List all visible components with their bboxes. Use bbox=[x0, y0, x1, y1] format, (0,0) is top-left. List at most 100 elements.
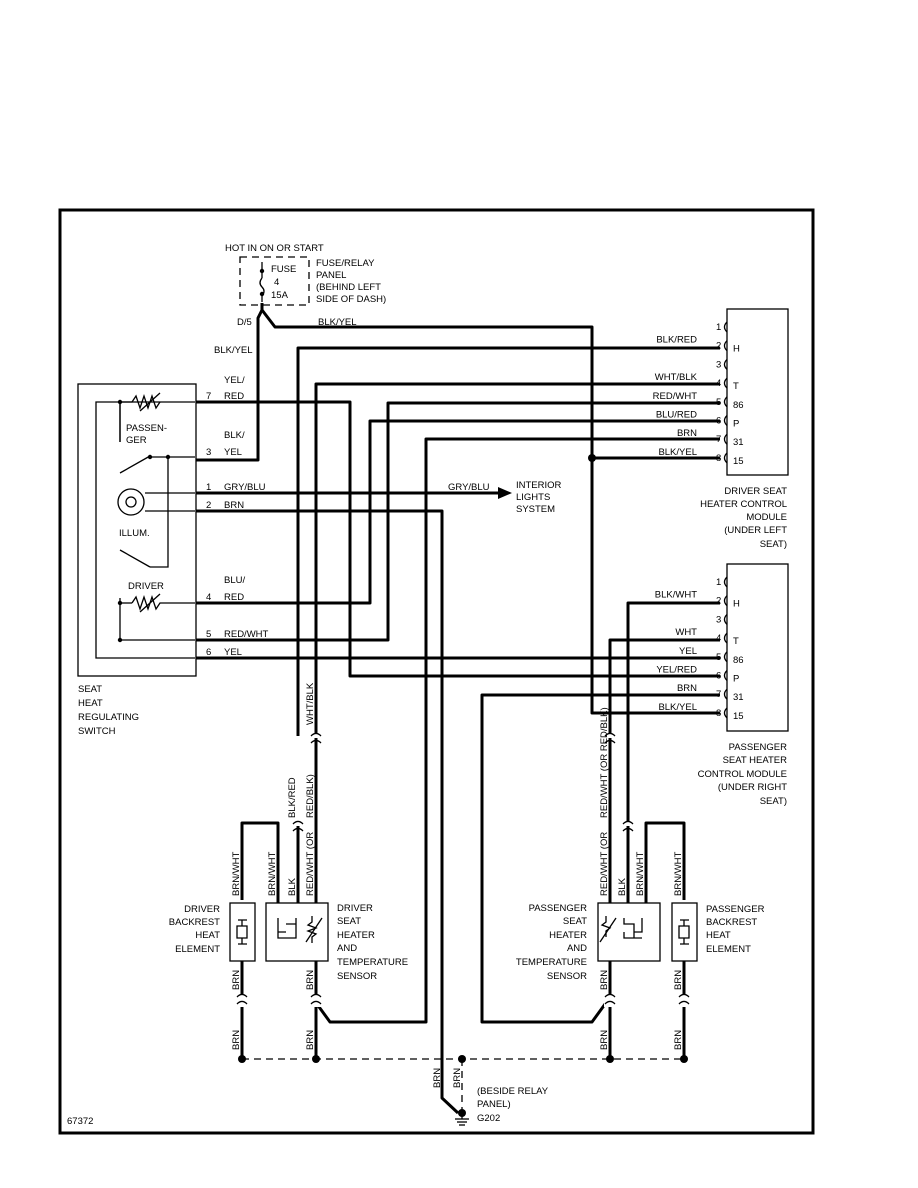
panel-line-1: FUSE/RELAY bbox=[316, 258, 375, 269]
switch-pin-3-wire-top: BLK/ bbox=[224, 430, 245, 441]
label-gry-blu-right: GRY/BLU bbox=[448, 482, 490, 493]
passenger-seat-label-2: SEAT bbox=[563, 916, 587, 927]
driver-seat-label-3: HEATER bbox=[337, 930, 375, 941]
switch-pin-7-wire-top: YEL/ bbox=[224, 375, 245, 386]
fuse-relay-panel-box bbox=[239, 256, 310, 306]
passenger-module-pin-7: 7 bbox=[716, 689, 721, 700]
passenger-module-pin-7-wire-color: BRN bbox=[677, 683, 697, 694]
driver-module-title-1: DRIVER SEAT bbox=[724, 486, 787, 497]
switch-title-4: SWITCH bbox=[78, 726, 116, 737]
passenger-seat-label-3: HEATER bbox=[549, 930, 587, 941]
driver-seat-heater-element bbox=[265, 738, 329, 1058]
driver-backrest-label-1: DRIVER bbox=[184, 904, 220, 915]
passenger-module-title-5: SEAT) bbox=[760, 796, 787, 807]
switch-title-2: HEAT bbox=[78, 698, 103, 709]
driver-module-title-2: HEATER CONTROL bbox=[700, 499, 787, 510]
wire-brn-passenger-31 bbox=[480, 693, 720, 1024]
switch-pin-3: 3 bbox=[206, 447, 211, 458]
wire-blk-yel-feed bbox=[196, 303, 264, 462]
fuse-symbol bbox=[259, 262, 265, 302]
driver-module-pin-2-function: H bbox=[733, 344, 740, 355]
switch-pin-2: 2 bbox=[206, 500, 211, 511]
switch-pin-5-wire: RED/WHT bbox=[224, 629, 269, 640]
driver-seat-label-4: AND bbox=[337, 943, 357, 954]
panel-line-3: (BEHIND LEFT bbox=[316, 282, 381, 293]
driver-module-pin-6-wire-color: BLU/RED bbox=[656, 410, 697, 421]
driver-backrest-brn: BRN bbox=[231, 970, 242, 990]
driver-module-title-3: MODULE bbox=[746, 512, 787, 523]
passenger-seat-label-6: SENSOR bbox=[547, 971, 587, 982]
passenger-backrest-brn-bottom: BRN bbox=[673, 1030, 684, 1050]
switch-pin-4: 4 bbox=[206, 592, 211, 603]
passenger-module-pin-2-function: H bbox=[733, 599, 740, 610]
interior-lights-arrow bbox=[498, 487, 512, 499]
passenger-module-pin-2: 2 bbox=[716, 596, 721, 607]
driver-module-terminal-6 bbox=[723, 415, 728, 426]
passenger-module-pin-4-wire-color: WHT bbox=[675, 627, 697, 638]
driver-module-pin-6-function: P bbox=[733, 419, 739, 430]
passenger-module-pin-5-wire-color: YEL bbox=[679, 646, 697, 657]
passenger-backrest-label-1: PASSENGER bbox=[706, 904, 765, 915]
panel-line-2: PANEL bbox=[316, 270, 346, 281]
ground-symbol-icon bbox=[455, 1109, 469, 1126]
driver-module-pin-5: 5 bbox=[716, 397, 721, 408]
driver-module-terminal-5 bbox=[723, 396, 728, 408]
passenger-module-pin-8-wire-color: BLK/YEL bbox=[658, 702, 697, 713]
switch-pin-6-wire: YEL bbox=[224, 647, 242, 658]
driver-seat-label-5: TEMPERATURE bbox=[337, 957, 408, 968]
driver-module-terminal-2 bbox=[723, 340, 728, 352]
passenger-module-pin-7-function: 31 bbox=[733, 692, 744, 703]
label-red-blk-vertical-driver: RED/BLK) bbox=[305, 774, 316, 818]
switch-pins: 7 YEL/ RED 3 BLK/ YEL 1 GRY/BLU 2 BRN 4 … bbox=[206, 375, 269, 658]
passenger-module-pin-1: 1 bbox=[716, 577, 721, 588]
ground-wire-brn-b: BRN bbox=[452, 1068, 463, 1088]
switch-title-3: REGULATING bbox=[78, 712, 139, 723]
connector-breaks bbox=[292, 732, 634, 834]
passenger-module-title-4: (UNDER RIGHT bbox=[718, 782, 787, 793]
connector-driver-backrest-bottom bbox=[236, 993, 248, 1007]
switch-pin-4-wire-top: BLU/ bbox=[224, 575, 245, 586]
driver-seat-label-1: DRIVER bbox=[337, 903, 373, 914]
passenger-backrest-heat-element bbox=[671, 902, 698, 1058]
wire-blu-red bbox=[196, 419, 720, 605]
passenger-module-title-2: SEAT HEATER bbox=[723, 755, 788, 766]
connector-passenger-seat-bottom bbox=[604, 993, 616, 1007]
passenger-seat-brn: BRN bbox=[599, 970, 610, 990]
wire-wht-blk bbox=[314, 382, 720, 736]
driver-seat-blk: BLK bbox=[287, 877, 298, 896]
fuse-terminal-label: D/5 bbox=[237, 317, 252, 328]
driver-module-pin-4-function: T bbox=[733, 381, 739, 392]
driver-module-pin-2-wire-color: BLK/RED bbox=[656, 335, 697, 346]
passenger-module-pin-4-function: T bbox=[733, 636, 739, 647]
driver-module-pin-4: 4 bbox=[716, 378, 721, 389]
ground-wire-brn-a: BRN bbox=[432, 1068, 443, 1088]
driver-module-pin-6: 6 bbox=[716, 416, 721, 427]
label-blk-red-vertical: BLK/RED bbox=[287, 777, 298, 818]
ground-name: G202 bbox=[477, 1113, 500, 1124]
ground-location-1: (BESIDE RELAY bbox=[477, 1086, 549, 1097]
passenger-module-pin-8-function: 15 bbox=[733, 711, 744, 722]
passenger-module-pin-3: 3 bbox=[716, 614, 721, 625]
driver-module-terminal-4 bbox=[723, 377, 728, 389]
passenger-module-terminal-8 bbox=[723, 707, 728, 719]
switch-pin-3-wire: YEL bbox=[224, 447, 242, 458]
label-red-wht-or-red-blk-passenger: RED/WHT (OR RED/BLK) bbox=[599, 707, 610, 818]
driver-backrest-brn-bottom: BRN bbox=[231, 1030, 242, 1050]
switch-illum-label: ILLUM. bbox=[119, 528, 150, 539]
splice-dot bbox=[588, 454, 596, 462]
driver-backrest-label-2: BACKREST bbox=[169, 917, 220, 928]
panel-line-4: SIDE OF DASH) bbox=[316, 294, 386, 305]
passenger-seat-heater-element bbox=[597, 738, 686, 1058]
passenger-backrest-brn: BRN bbox=[673, 970, 684, 990]
driver-seat-brn: BRN bbox=[305, 970, 316, 990]
passenger-module-pin-5: 5 bbox=[716, 652, 721, 663]
interior-lights-line-1: INTERIOR bbox=[516, 480, 562, 491]
switch-driver-label: DRIVER bbox=[128, 581, 164, 592]
driver-seat-brn-bottom: BRN bbox=[305, 1030, 316, 1050]
passenger-backrest-label-2: BACKREST bbox=[706, 917, 757, 928]
driver-seat-label-2: SEAT bbox=[337, 916, 361, 927]
passenger-seat-blk: BLK bbox=[617, 877, 628, 896]
passenger-module-pin-4: 4 bbox=[716, 633, 721, 644]
